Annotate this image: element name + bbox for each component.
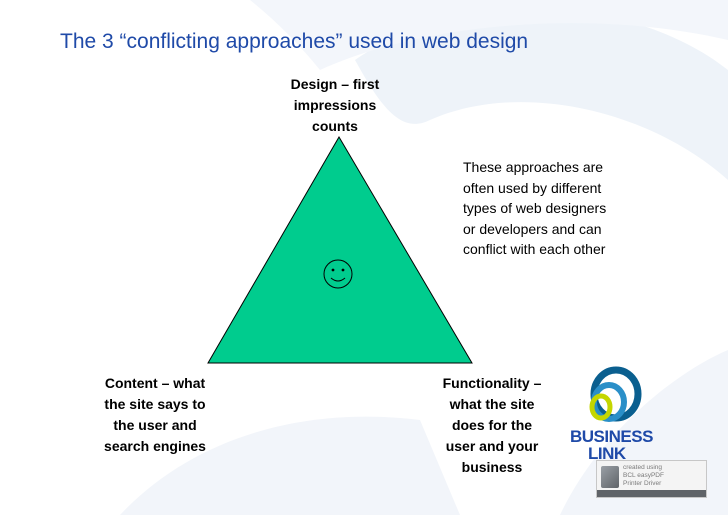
business-link-logo-text: BUSINESS LINK [570, 428, 660, 462]
content-approach-label: Content – what the site says to the user… [104, 375, 206, 454]
pdf-creator-watermark: created using BCL easyPDF Printer Driver [596, 460, 707, 498]
logo-line-1: BUSINESS [570, 427, 653, 446]
smiley-face-icon [323, 259, 353, 289]
watermark-bar [597, 490, 706, 497]
conflict-note: These approaches are often used by diffe… [463, 159, 607, 257]
triangle-shape [207, 136, 473, 364]
watermark-text: created using BCL easyPDF Printer Driver [623, 464, 664, 487]
printer-icon [601, 466, 619, 488]
business-link-logo-rings [589, 366, 642, 422]
design-approach-label: Design – first impressions counts [290, 76, 380, 134]
functionality-approach-label: Functionality – what the site does for t… [442, 375, 542, 475]
page-title: The 3 “conflicting approaches” used in w… [60, 30, 529, 53]
logo-line-2: LINK [588, 444, 626, 463]
